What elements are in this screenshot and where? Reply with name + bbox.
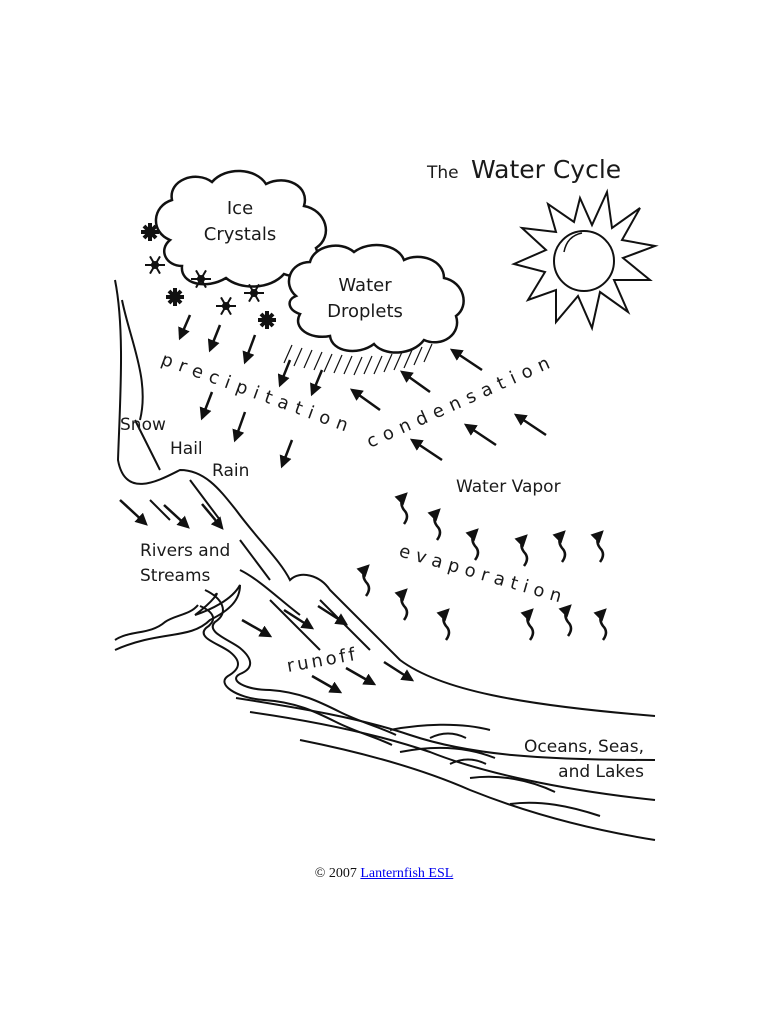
ocean-shoreline bbox=[235, 697, 656, 841]
precipitation-arrows bbox=[178, 314, 324, 469]
rivers-label-1: Rivers and bbox=[140, 541, 230, 561]
river-streams bbox=[199, 589, 397, 746]
lanternfish-esl-link[interactable]: Lanternfish ESL bbox=[360, 866, 454, 881]
ice-crystals-label-2: Crystals bbox=[204, 224, 276, 245]
sun-icon bbox=[510, 188, 659, 332]
mountain-landscape bbox=[114, 279, 656, 717]
water-vapor-label: Water Vapor bbox=[456, 477, 561, 497]
copyright-text: © 2007 bbox=[314, 866, 357, 881]
copyright-footer: © 2007 Lanternfish ESL bbox=[0, 866, 768, 882]
water-droplets-label-2: Droplets bbox=[327, 301, 403, 322]
diagram-title: Water Cycle bbox=[471, 155, 621, 184]
water-droplets-label-1: Water bbox=[338, 275, 392, 296]
condensation-label: condensation bbox=[363, 350, 559, 453]
rain-label: Rain bbox=[212, 461, 249, 481]
hail-label: Hail bbox=[170, 439, 203, 459]
water-droplets-cloud bbox=[283, 243, 465, 376]
oceans-label-1: Oceans, Seas, bbox=[524, 737, 644, 757]
rivers-label-2: Streams bbox=[140, 566, 211, 586]
runoff-label: runoff bbox=[285, 644, 359, 677]
runoff-arrows bbox=[119, 499, 415, 694]
ice-crystals-cloud bbox=[154, 169, 328, 288]
condensation-arrows bbox=[349, 348, 547, 462]
ice-crystals-label-1: Ice bbox=[227, 198, 253, 219]
evaporation-label: evaporation bbox=[397, 541, 570, 609]
snowflake-icons bbox=[141, 223, 276, 329]
evaporation-arrows bbox=[356, 492, 608, 641]
snow-label: Snow bbox=[120, 415, 166, 435]
diagram-title-prefix: The bbox=[426, 163, 459, 183]
oceans-label-2: and Lakes bbox=[558, 762, 644, 782]
